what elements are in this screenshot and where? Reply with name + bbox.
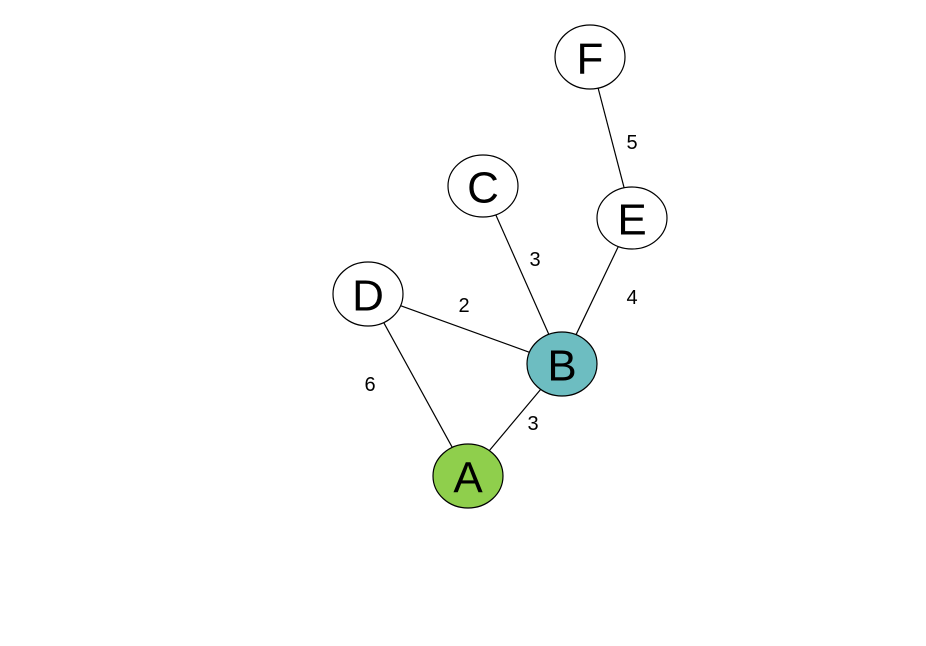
edge-c-b — [495, 214, 550, 335]
node-circle-b — [526, 331, 598, 397]
node-circle-f — [554, 24, 626, 90]
edge-d-b — [400, 305, 530, 353]
node-label-d: D — [352, 272, 384, 321]
edge-f-e — [597, 87, 625, 188]
edge-weight-d-a: 6 — [364, 374, 375, 396]
node-label-f: F — [577, 35, 604, 84]
node-a: A — [432, 443, 504, 509]
node-circle-c — [447, 154, 519, 218]
edge-e-b — [575, 246, 619, 335]
edge-weight-f-e: 5 — [626, 132, 637, 154]
node-circle-a — [432, 443, 504, 509]
node-label-a: A — [453, 454, 483, 503]
node-b: B — [526, 331, 598, 397]
node-c: C — [447, 154, 519, 218]
node-label-e: E — [617, 196, 646, 245]
nodes-layer: A B C D E F — [332, 24, 668, 509]
node-d: D — [332, 261, 404, 327]
node-f: F — [554, 24, 626, 90]
edge-weight-c-b: 3 — [529, 249, 540, 271]
edge-weight-d-b: 2 — [458, 295, 469, 317]
node-circle-e — [596, 186, 668, 250]
edge-a-b — [488, 389, 542, 451]
node-e: E — [596, 186, 668, 250]
edge-weight-a-b: 3 — [527, 413, 538, 435]
node-circle-d — [332, 261, 404, 327]
edge-weight-e-b: 4 — [626, 287, 637, 309]
edge-d-a — [383, 322, 453, 448]
node-label-b: B — [547, 342, 576, 391]
edges-layer: 6 2 3 3 4 5 — [364, 87, 638, 451]
node-label-c: C — [467, 164, 499, 213]
